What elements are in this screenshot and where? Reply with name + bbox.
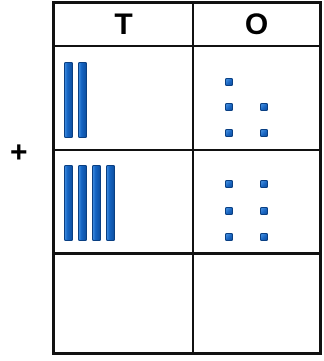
ones-column-header: O (194, 4, 319, 45)
tens-column-header: T (55, 4, 192, 45)
one-cube (225, 78, 233, 86)
one-cube (260, 103, 268, 111)
answer-tens-cell[interactable] (55, 255, 192, 352)
ten-rod (106, 165, 115, 241)
header-divider (55, 45, 319, 47)
row-divider (55, 149, 319, 151)
ten-rod (64, 165, 73, 241)
ten-rod (78, 62, 87, 138)
one-cube (225, 103, 233, 111)
one-cube (225, 207, 233, 215)
ten-rod (92, 165, 101, 241)
ten-rod (78, 165, 87, 241)
one-cube (225, 233, 233, 241)
one-cube (225, 180, 233, 188)
place-value-chart: T O (52, 1, 322, 355)
one-cube (225, 129, 233, 137)
one-cube (260, 129, 268, 137)
ten-rod (64, 62, 73, 138)
one-cube (260, 180, 268, 188)
plus-sign: + (10, 138, 28, 168)
one-cube (260, 233, 268, 241)
answer-ones-cell[interactable] (194, 255, 319, 352)
one-cube (260, 207, 268, 215)
